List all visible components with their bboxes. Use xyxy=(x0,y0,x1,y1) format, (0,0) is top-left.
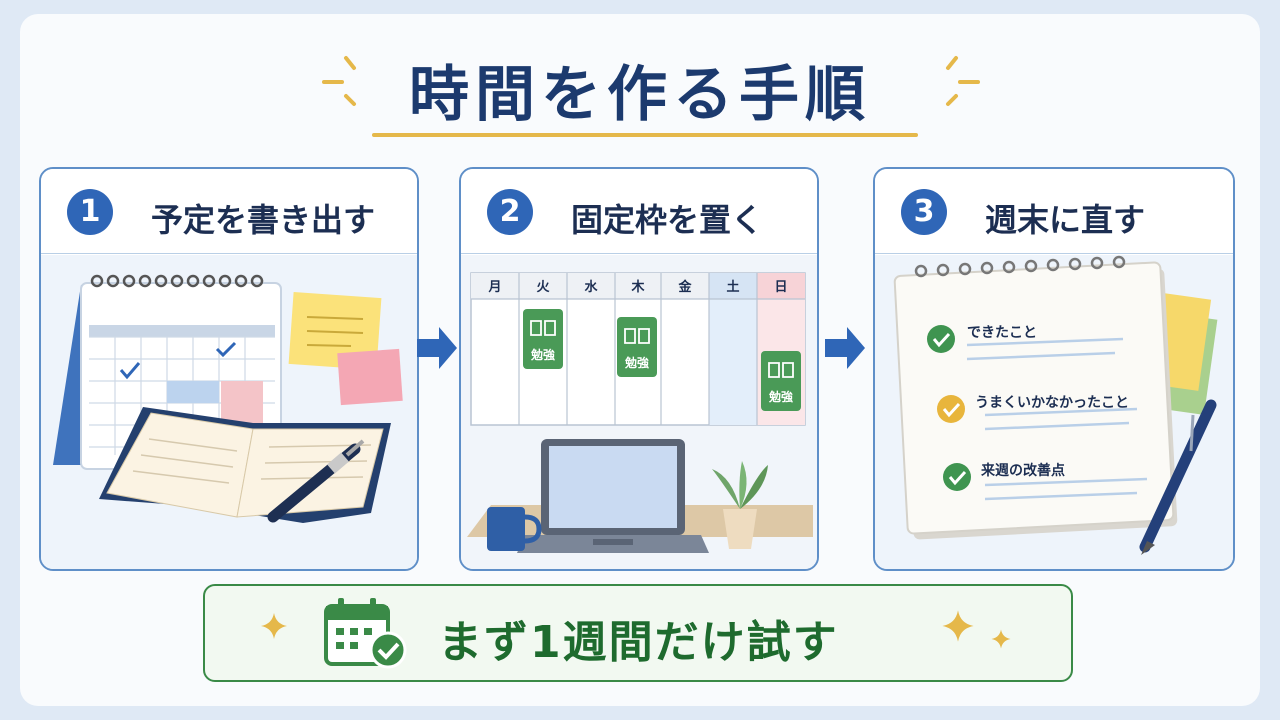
laptop-icon xyxy=(517,439,709,553)
step-illustration: 月 火 水 木 金 土 日 勉強 勉強 勉強 xyxy=(461,255,817,569)
review-item: うまくいかなかったこと xyxy=(975,395,1129,411)
study-block xyxy=(523,309,563,369)
step-number-badge: 2 xyxy=(487,189,533,235)
day-header: 火 xyxy=(536,280,550,295)
step-panel-3: 3 週末に直す xyxy=(873,167,1235,571)
sticky-note-icon xyxy=(288,292,403,406)
calendar-notebook-illustration xyxy=(53,274,403,523)
check-icon xyxy=(943,463,971,491)
sparkle-icon xyxy=(942,610,974,642)
review-notepad-illustration: できたこと うまくいかなかったこと 来週の改善点 xyxy=(893,255,1218,555)
sparkle-left-icon xyxy=(322,56,356,106)
pen-icon xyxy=(1139,399,1217,555)
mug-icon xyxy=(487,507,542,551)
day-header: 金 xyxy=(677,279,692,295)
step-header: 2 固定枠を置く xyxy=(461,169,817,254)
day-header: 日 xyxy=(774,280,787,295)
calendar-icon xyxy=(53,274,282,470)
review-item: できたこと xyxy=(967,325,1037,341)
sparkle-right-icon xyxy=(946,56,980,106)
step-panel-1: 1 予定を書き出す xyxy=(39,167,419,571)
plant-icon xyxy=(712,461,768,549)
step-number-badge: 3 xyxy=(901,189,947,235)
step-header: 1 予定を書き出す xyxy=(41,169,417,254)
sparkle-icon xyxy=(261,613,287,639)
title-underline xyxy=(372,133,918,137)
arrow-right-icon xyxy=(417,327,457,369)
study-block xyxy=(761,351,801,411)
step-illustration xyxy=(41,255,417,569)
check-icon xyxy=(937,395,965,423)
pen-icon xyxy=(267,439,365,523)
step-label: 週末に直す xyxy=(985,201,1146,239)
sparkle-icon xyxy=(991,629,1011,649)
step-panel-2: 2 固定枠を置く 月 火 水 木 金 xyxy=(459,167,819,571)
step-label: 固定枠を置く xyxy=(571,201,764,239)
page-title: 時間を作る手順 xyxy=(409,60,871,130)
step-label: 予定を書き出す xyxy=(151,201,376,239)
study-label: 勉強 xyxy=(768,389,793,404)
day-header: 月 xyxy=(487,280,501,295)
check-icon xyxy=(927,325,955,353)
study-label: 勉強 xyxy=(530,347,555,362)
bottom-message: まず1週間だけ試す xyxy=(438,617,839,668)
step-header: 3 週末に直す xyxy=(875,169,1233,254)
step-number-badge: 1 xyxy=(67,189,113,235)
arrow-right-icon xyxy=(825,327,865,369)
step-illustration: できたこと うまくいかなかったこと 来週の改善点 xyxy=(875,255,1233,569)
day-header: 水 xyxy=(584,279,598,295)
day-header: 土 xyxy=(726,279,739,295)
weekly-schedule-illustration: 月 火 水 木 金 土 日 勉強 勉強 勉強 xyxy=(467,272,813,553)
study-block xyxy=(617,317,657,377)
study-label: 勉強 xyxy=(624,355,649,370)
calendar-check-icon xyxy=(324,598,407,669)
review-item: 来週の改善点 xyxy=(980,462,1065,479)
notebook-icon xyxy=(99,407,391,523)
day-header: 木 xyxy=(630,279,645,295)
